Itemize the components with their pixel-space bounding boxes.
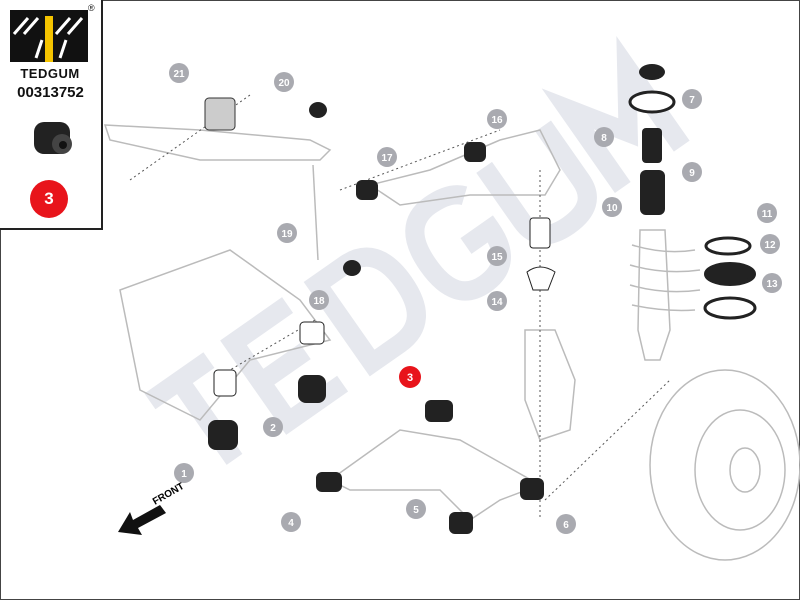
product-panel: ® TEDGUM 00313752 3 [0, 0, 103, 230]
callout-9: 9 [682, 162, 702, 182]
callout-circle [377, 147, 397, 167]
callout-circle [174, 463, 194, 483]
callout-circle [169, 63, 189, 83]
line-art [103, 124, 800, 561]
callout-3: 3 [399, 366, 421, 388]
callout-circle [556, 514, 576, 534]
callout-8: 8 [594, 127, 614, 147]
callout-circle [277, 223, 297, 243]
callout-label: 11 [762, 209, 773, 220]
parts [204, 64, 757, 534]
callout-5: 5 [406, 499, 426, 519]
callout-circle [309, 290, 329, 310]
callout-13: 13 [762, 273, 782, 293]
callout-circle [263, 417, 283, 437]
callout-11: 11 [757, 203, 777, 223]
callout-12: 12 [760, 234, 780, 254]
callout-label: 1 [181, 469, 187, 480]
callout-label: 19 [281, 229, 293, 240]
callout-circle [757, 203, 777, 223]
callout-20: 20 [274, 72, 294, 92]
callout-label: 13 [766, 279, 778, 290]
callout-17: 17 [377, 147, 397, 167]
leader-lines [129, 94, 671, 520]
callout-label: 15 [491, 252, 503, 263]
callout-label: 14 [491, 297, 503, 308]
callout-label: 12 [764, 240, 776, 251]
front-arrow: FRONT [118, 481, 186, 535]
callout-10: 10 [602, 197, 622, 217]
callout-15: 15 [487, 246, 507, 266]
callout-label: 5 [413, 505, 419, 516]
callout-4: 4 [281, 512, 301, 532]
callout-circle [281, 512, 301, 532]
callout-circle [487, 109, 507, 129]
callout-label: 21 [173, 69, 185, 80]
callout-label: 10 [606, 203, 618, 214]
callout-circle [487, 291, 507, 311]
callout-19: 19 [277, 223, 297, 243]
brand-name: TEDGUM [20, 66, 80, 81]
callout-label: 17 [381, 153, 393, 164]
callout-circle [602, 197, 622, 217]
callout-7: 7 [682, 89, 702, 109]
front-label: FRONT [151, 481, 186, 508]
tedgum-logo [10, 10, 88, 62]
watermark-letter-e [220, 297, 349, 435]
callout-label: 16 [491, 115, 503, 126]
callout-3-label: 3 [407, 372, 413, 384]
callout-circle [760, 234, 780, 254]
callout-1: 1 [174, 463, 194, 483]
callout-6: 6 [556, 514, 576, 534]
callout-label: 4 [288, 518, 294, 529]
bushing-thumbnail [34, 122, 72, 154]
registered-mark: ® [88, 3, 95, 13]
callout-circle [406, 499, 426, 519]
callout-circle [682, 162, 702, 182]
callout-label: 8 [601, 133, 607, 144]
callout-label: 9 [689, 168, 695, 179]
callout-circle [274, 72, 294, 92]
callout-16: 16 [487, 109, 507, 129]
callout-21: 21 [169, 63, 189, 83]
callout-label: 7 [689, 95, 695, 106]
part-number: 00313752 [17, 84, 84, 101]
callout-label: 6 [563, 520, 569, 531]
callout-circle [594, 127, 614, 147]
callout-circle [487, 246, 507, 266]
callout-label: 2 [270, 423, 276, 434]
callout-14: 14 [487, 291, 507, 311]
callout-2: 2 [263, 417, 283, 437]
callout-circle [762, 273, 782, 293]
highlight-badge: 3 [30, 180, 68, 218]
callout-label: 20 [278, 78, 290, 89]
callout-label: 18 [313, 296, 325, 307]
watermark-letter-d [303, 247, 426, 377]
callout-circle [682, 89, 702, 109]
callout-18: 18 [309, 290, 329, 310]
